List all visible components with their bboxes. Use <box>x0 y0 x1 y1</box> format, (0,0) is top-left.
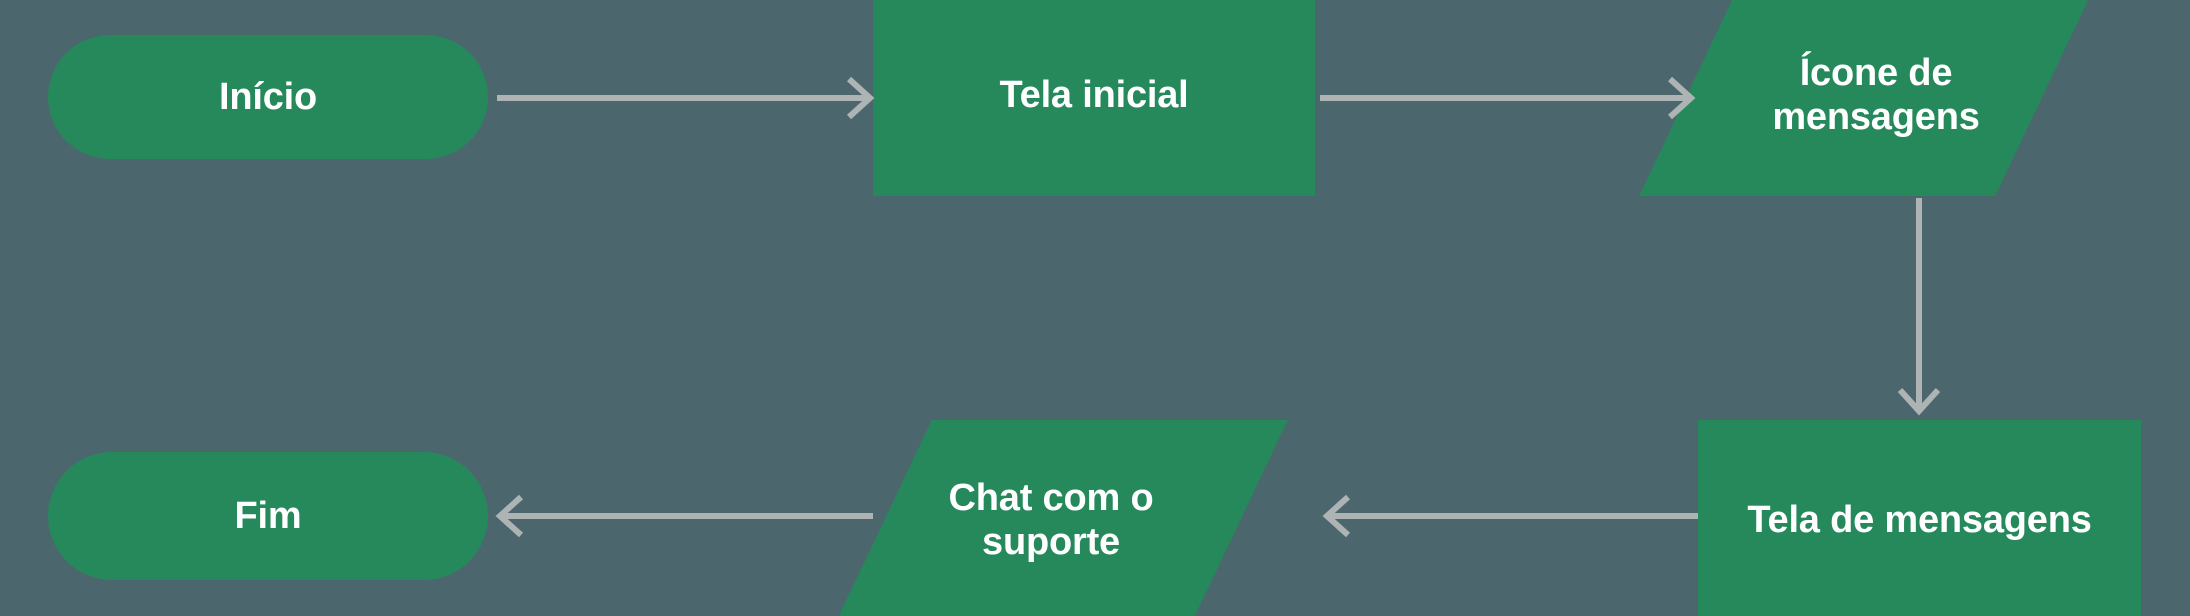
node-tela-de-mensagens[interactable]: Tela de mensagens <box>1698 420 2141 616</box>
edge-icone-de-mensagens-to-tela-de-mensagens <box>1897 198 1941 418</box>
node-tela-inicial-shape <box>873 0 1315 196</box>
node-fim-shape <box>48 452 488 580</box>
edge-chat-com-o-suporte-to-fim <box>495 494 873 538</box>
node-icone-de-mensagens[interactable]: Ícone de mensagens <box>1639 0 2113 196</box>
node-inicio-label: Início <box>218 75 318 118</box>
node-inicio[interactable]: Início <box>48 35 488 159</box>
node-tela-de-mensagens-label: Tela de mensagens <box>1747 498 2092 541</box>
node-chat-com-o-suporte-label: Chat com o suporte <box>948 476 1154 563</box>
node-chat-com-o-suporte[interactable]: Chat com o suporte <box>814 420 1288 616</box>
node-tela-inicial-label: Tela inicial <box>999 73 1189 116</box>
node-tela-de-mensagens-shape <box>1698 420 2141 616</box>
node-icone-de-mensagens-label: Ícone de mensagens <box>1772 51 1980 138</box>
edge-tela-inicial-to-icone-de-mensagens <box>1320 76 1698 120</box>
node-fim-label: Fim <box>234 494 302 537</box>
edge-tela-de-mensagens-to-chat-com-o-suporte <box>1322 494 1698 538</box>
node-tela-inicial[interactable]: Tela inicial <box>873 0 1315 196</box>
node-fim[interactable]: Fim <box>48 452 488 580</box>
node-inicio-shape <box>48 35 488 159</box>
edge-inicio-to-tela-inicial <box>497 76 877 120</box>
